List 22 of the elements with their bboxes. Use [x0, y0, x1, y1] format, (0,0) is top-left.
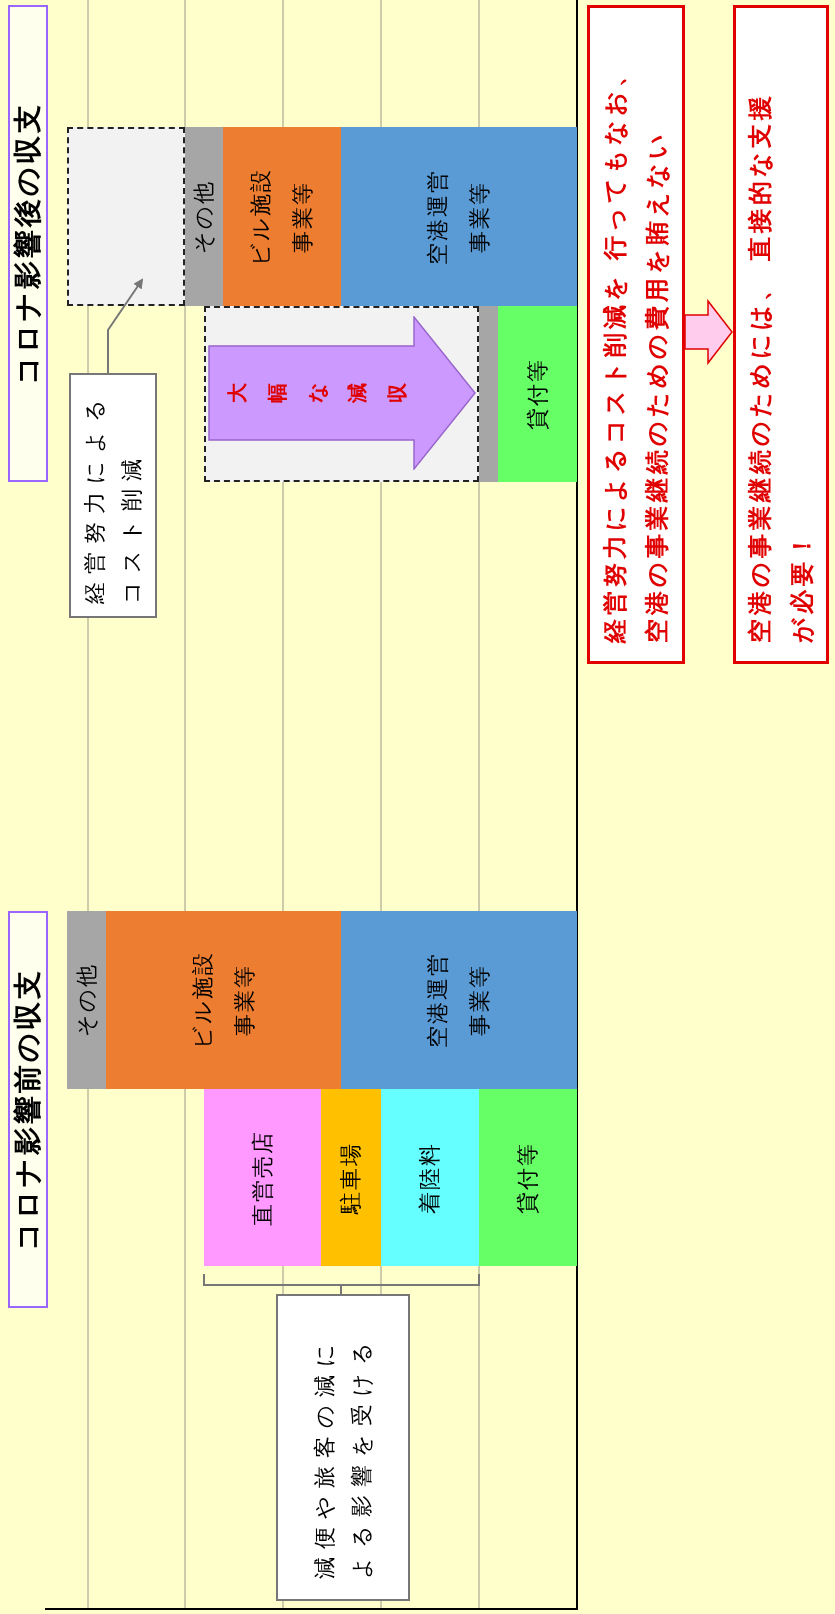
dashed-box	[67, 127, 185, 306]
leader-arrow	[107, 278, 144, 374]
bar-segment: ビル施設事業等	[223, 127, 341, 306]
bar-segment: 貸付等	[498, 306, 577, 482]
conclusion-box: 経営努力によるコスト削減を 行ってもなお、空港の事業継続のための費用を賄えない	[587, 5, 685, 664]
bar-segment: その他	[67, 911, 106, 1089]
title-box: コロナ影響後の収支	[8, 5, 48, 482]
bar-segment: ビル施設事業等	[106, 911, 341, 1089]
title-box: コロナ影響前の収支	[8, 911, 48, 1308]
decrease-shape: 大幅な減収	[208, 316, 476, 470]
bar-segment: 空港運営事業等	[341, 911, 577, 1089]
bar-segment: 駐車場	[321, 1089, 381, 1266]
bar-segment: 貸付等	[479, 1089, 577, 1266]
bar-segment: 直営売店	[204, 1089, 321, 1266]
down-arrow	[684, 298, 733, 366]
bar-segment	[479, 306, 498, 482]
bar-segment: その他	[185, 127, 223, 306]
bar-segment: 着陸料	[381, 1089, 479, 1266]
callout-box: 減便や旅客の減による影響を受ける	[276, 1294, 410, 1601]
conclusion-box: 空港の事業継続のためには、 直接的な支援が必要！	[733, 5, 829, 664]
bar-segment: 空港運営事業等	[341, 127, 577, 306]
callout-box: 経営努力によるコスト削減	[69, 373, 157, 618]
